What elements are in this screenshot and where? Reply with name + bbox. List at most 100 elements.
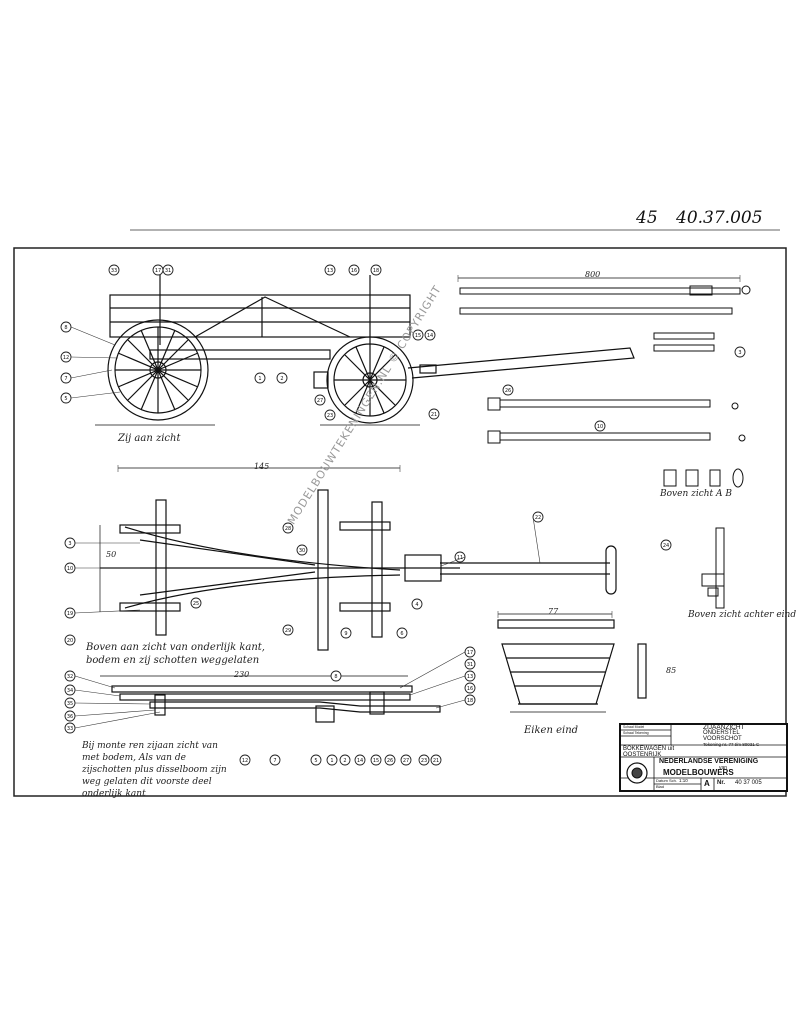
callout-number: 10 [67, 566, 73, 572]
callout-number: 17 [155, 268, 161, 274]
number-value: 40 37 005 [735, 780, 762, 786]
callout-number: 3 [738, 350, 741, 356]
callout-number: 11 [457, 555, 463, 561]
callout-number: 1 [258, 376, 261, 382]
subject-line-1: ZIJAANZICHT [703, 724, 745, 731]
pole-detail-views [458, 277, 751, 488]
callout-number: 1 [330, 758, 333, 764]
callout-number: 6 [400, 631, 403, 637]
callout-number: 19 [67, 611, 73, 617]
callout-number: 33 [67, 726, 73, 732]
callout-number: 23 [421, 758, 427, 764]
callout-number: 2 [280, 376, 283, 382]
callout-number: 22 [535, 515, 541, 521]
callout-number: 3 [68, 541, 71, 547]
callout-number: 16 [467, 686, 473, 692]
callout-number: 36 [67, 714, 73, 720]
callout-number: 13 [467, 674, 473, 680]
title-block: Schaal Model Schaal Tekening ZIJAANZICHT… [619, 723, 788, 792]
callout-number: 31 [467, 662, 473, 668]
end-view-caption: Eiken eind [524, 725, 579, 736]
organisation-line-2: van [719, 765, 728, 771]
rear-end-detail [701, 527, 725, 609]
section-view-bed [100, 675, 441, 723]
dim-top-pole: 800 [585, 270, 601, 279]
callout-number: 2 [343, 758, 346, 764]
side-view-wagon [95, 275, 635, 426]
label-date: Datum [656, 778, 668, 783]
dim-front-width: 50 [106, 550, 117, 559]
callout-number: 21 [431, 412, 437, 418]
model-name: BOKKEWAGEN uit OOSTENRIJK [623, 746, 675, 758]
callout-number: 7 [273, 758, 276, 764]
bottom-view-caption: Boven aan zicht van onderlijk kant, bode… [86, 642, 265, 666]
callout-number: 30 [299, 548, 305, 554]
size-code: A [704, 779, 710, 788]
label-scale-model: Schaal Model [623, 725, 645, 729]
callout-number: 8 [64, 325, 67, 331]
end-view-box [497, 613, 647, 713]
callout-number: 21 [433, 758, 439, 764]
label-scale-drawing: Schaal Tekening [623, 731, 649, 735]
callout-number: 12 [242, 758, 248, 764]
organisation-line-3: MODELBOUWERS [663, 768, 734, 777]
sheet-frame [13, 247, 787, 797]
callout-number: 26 [505, 388, 511, 394]
callout-number: 14 [427, 333, 433, 339]
dim-bottom-length: 230 [234, 670, 250, 679]
detail-ab-caption: Boven zicht A B [660, 489, 733, 499]
scale-value: 1:10 [679, 778, 688, 783]
dim-width-mid: 145 [254, 462, 270, 471]
callout-number: 28 [285, 526, 291, 532]
title-block-rules [621, 725, 786, 790]
callout-number: 8 [334, 674, 337, 680]
rear-detail-caption: Boven zicht achter eind [688, 610, 797, 620]
organisation-line-1: NEDERLANDSE VERENIGING [659, 758, 759, 765]
callout-number: 10 [597, 424, 603, 430]
subject-line-2: ONDERSTEL [703, 730, 740, 736]
callout-number: 20 [67, 638, 73, 644]
label-number: Nr. [717, 780, 726, 786]
label-sheet: Blad [656, 784, 665, 789]
association-emblem-inner [631, 767, 643, 779]
label-scale: Sch. [669, 778, 678, 783]
dimension-marks [117, 275, 741, 618]
bottom-view-chassis [99, 467, 617, 651]
subject-line-3: VOORSCHOT [703, 736, 742, 742]
callout-number: 23 [327, 413, 333, 419]
callout-number: 17 [467, 650, 473, 656]
callout-number: 25 [193, 601, 199, 607]
callout-number: 31 [165, 268, 171, 274]
callout-number: 4 [415, 602, 418, 608]
callout-number: 14 [357, 758, 363, 764]
callout-number: 27 [403, 758, 409, 764]
subject-reference: Tekening nr. 77 t/m 80031 C [703, 742, 760, 747]
callout-number: 35 [67, 701, 73, 707]
callout-number: 18 [467, 698, 473, 704]
callout-number: 18 [373, 268, 379, 274]
callout-number: 5 [314, 758, 317, 764]
callout-number: 9 [344, 631, 347, 637]
leader-lines [70, 326, 541, 729]
callout-number: 15 [373, 758, 379, 764]
callout-number: 13 [327, 268, 333, 274]
callout-number: 15 [415, 333, 421, 339]
callout-number: 34 [67, 688, 73, 694]
callout-number: 16 [351, 268, 357, 274]
side-view-caption: Zij aan zicht [118, 433, 181, 444]
dim-box-height: 85 [666, 666, 677, 675]
sheet-mark: 45 [636, 208, 658, 228]
callout-number: 29 [285, 628, 291, 634]
drawing-number: 40.37.005 [676, 208, 763, 228]
dim-box-width: 77 [548, 607, 559, 616]
callout-number: 33 [111, 268, 117, 274]
section-caption: Bij monte ren zijaan zicht van met bodem… [82, 741, 227, 799]
callout-number: 27 [317, 398, 323, 404]
callout-number: 26 [387, 758, 393, 764]
callout-number: 7 [64, 376, 67, 382]
callout-number: 5 [64, 396, 67, 402]
callout-number: 32 [67, 674, 73, 680]
callout-number: 12 [63, 355, 69, 361]
